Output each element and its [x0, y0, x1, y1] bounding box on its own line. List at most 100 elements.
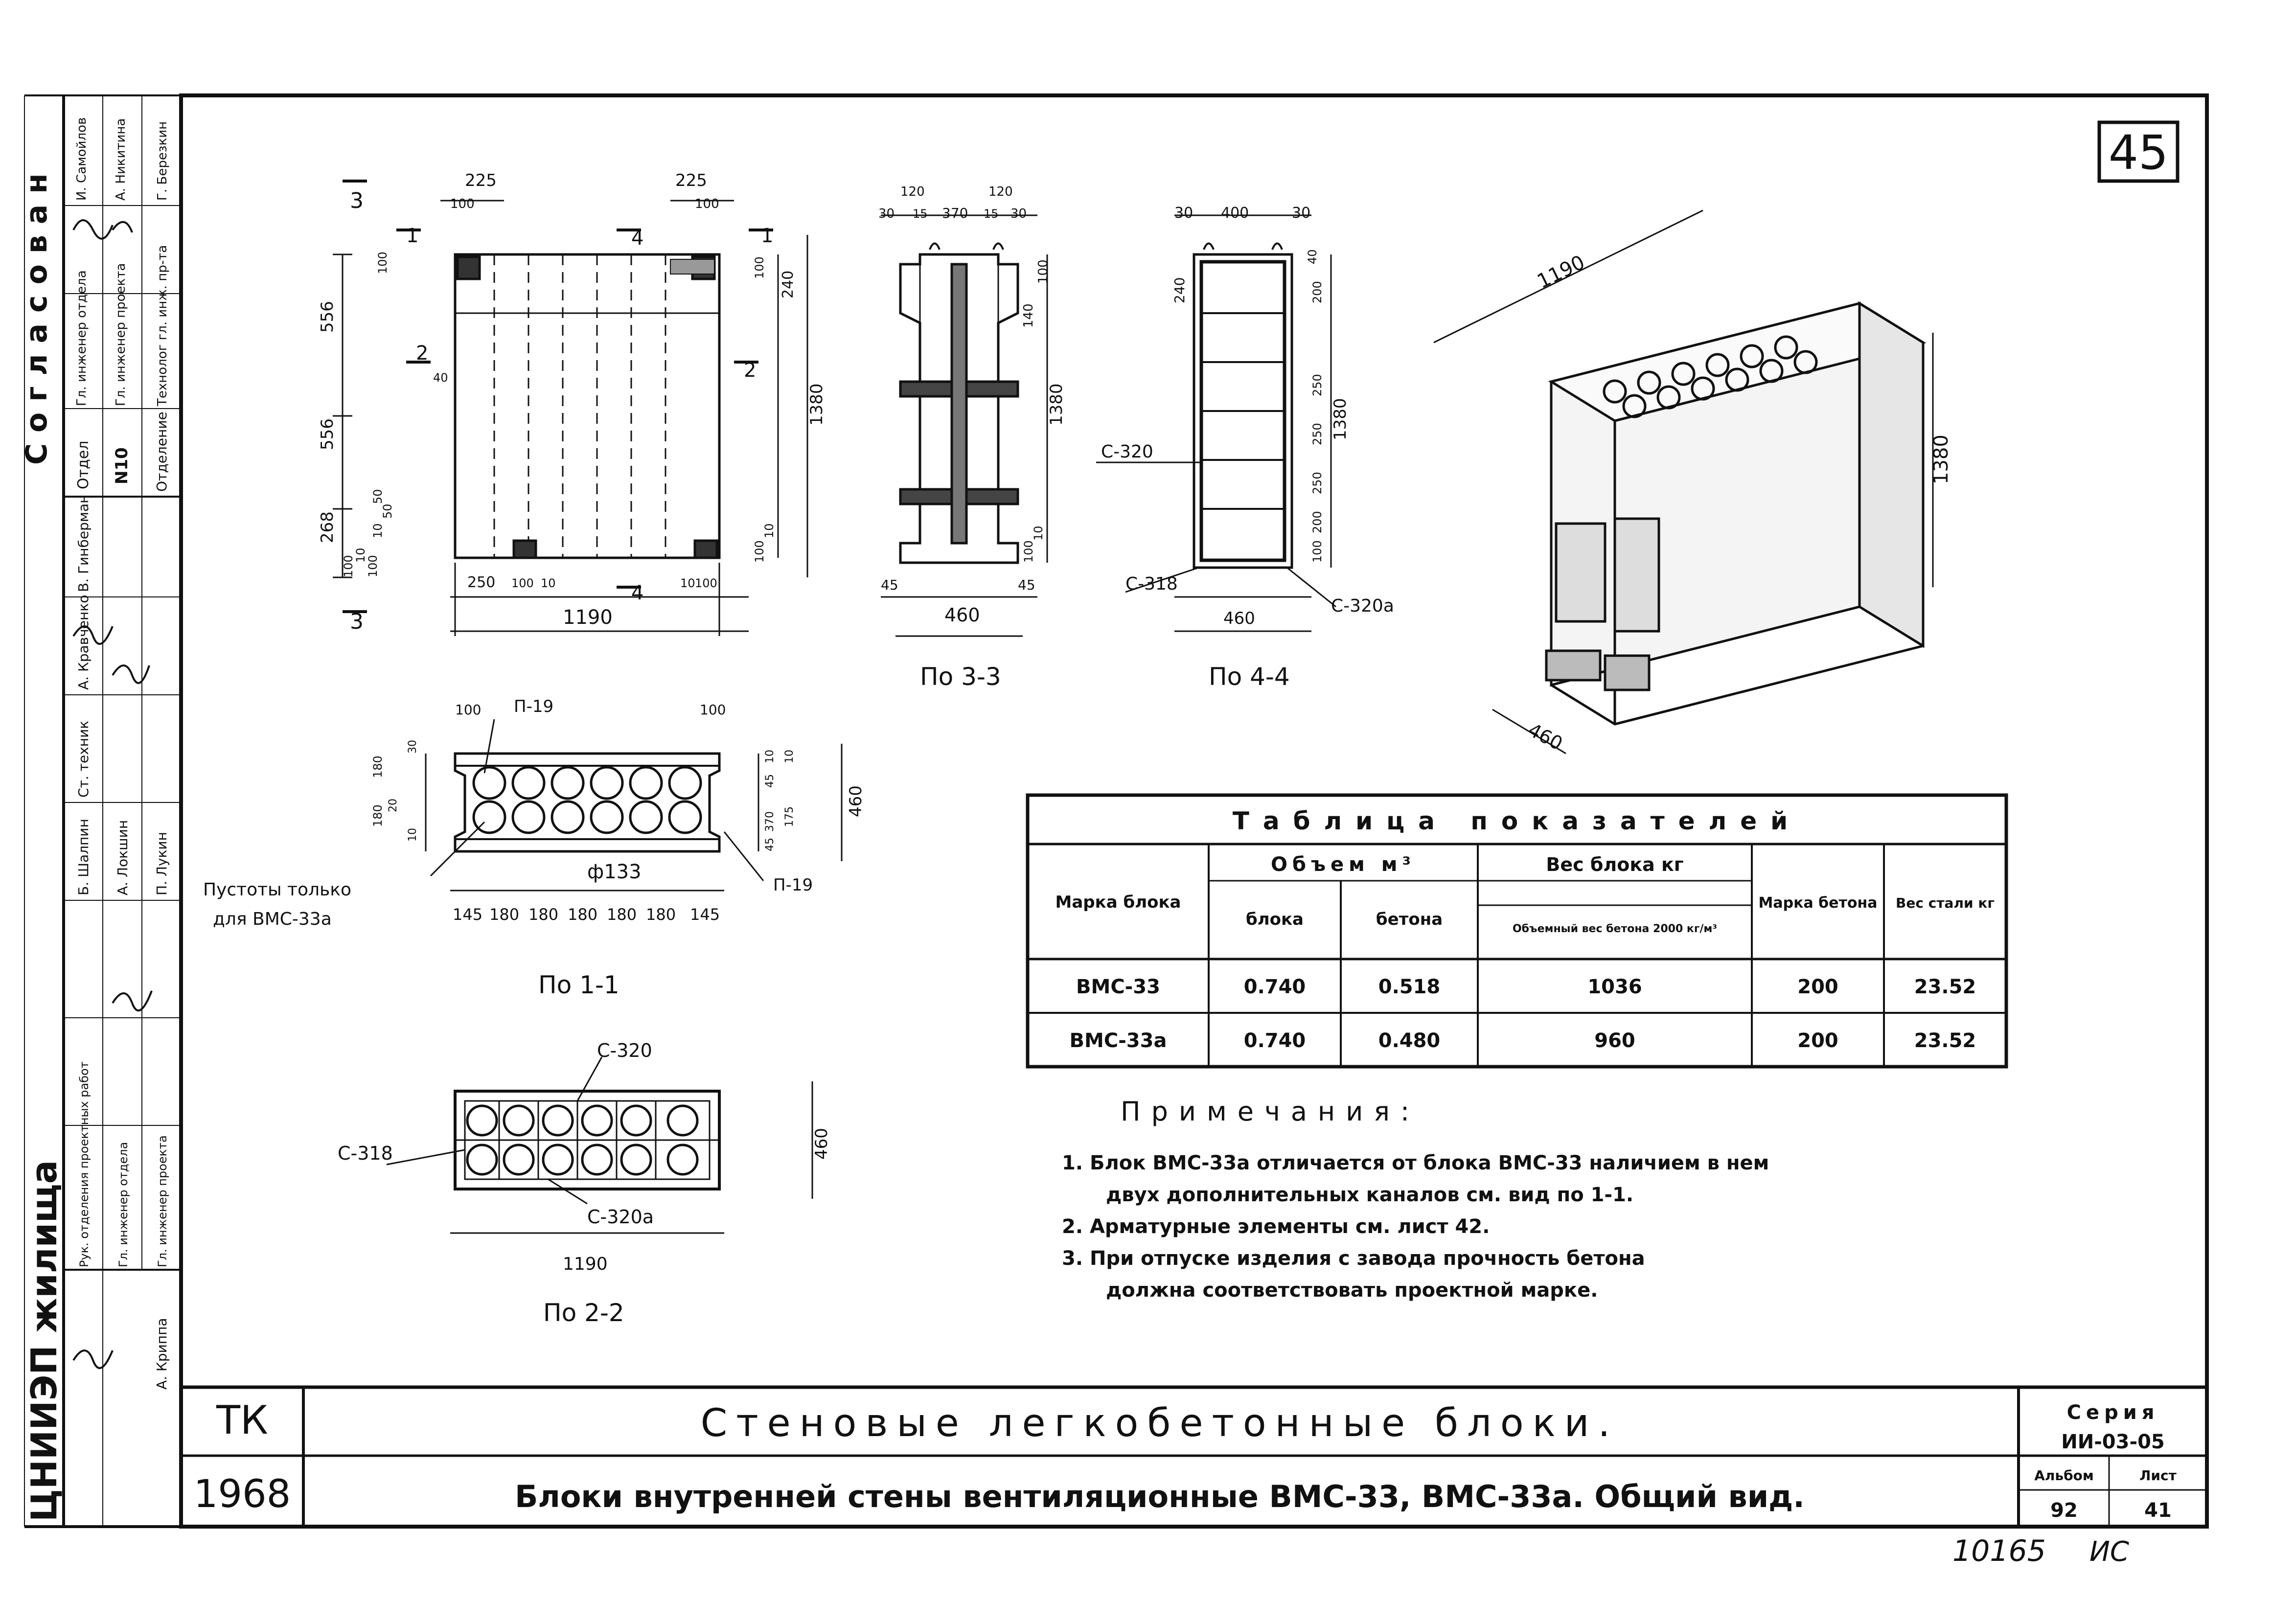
notes-title: Примечания:: [1121, 1096, 1420, 1127]
caption: По 1-1: [538, 971, 620, 999]
cell-vol-concrete: 0.518: [1378, 976, 1441, 998]
footer-initials: ИС: [2089, 1536, 2129, 1568]
series-label: Серия: [2067, 1401, 2159, 1424]
dim-width: 1190: [563, 1254, 608, 1274]
stamp-name-1: И. Самойлов: [74, 117, 89, 201]
stamp-mid-name-3: Ст. техник: [75, 721, 92, 798]
dim: 10: [407, 828, 419, 842]
cut-mark: 3: [350, 609, 364, 634]
cut-mark: 4: [631, 582, 643, 604]
isometric-view: [1433, 209, 1934, 755]
series-value: ИИ-03-05: [2061, 1431, 2164, 1453]
table-row: ВМС-33 0.740 0.518 1036 200 23.52: [1076, 976, 1976, 998]
dim: 120: [900, 184, 925, 199]
note-line: двух дополнительных каналов см. вид по 1…: [1106, 1184, 1633, 1206]
section-2-2-dims: С-320 С-318 С-320а 460 1190 По 2-2: [338, 1040, 831, 1327]
note-line: 3. При отпуске изделия с завода прочност…: [1062, 1247, 1645, 1270]
footer: 10165 ИС: [1952, 1534, 2129, 1568]
header-grade: Марка бетона: [1759, 894, 1878, 912]
stamp-bottom-name: А. Криппа: [154, 1318, 170, 1390]
dim: 100: [366, 555, 380, 577]
note-line: 2. Арматурные элементы см. лист 42.: [1062, 1215, 1490, 1238]
dim: 10: [680, 576, 695, 590]
cell-grade: 200: [1797, 1029, 1838, 1052]
dim: 180: [489, 905, 519, 924]
dim: 30: [1010, 206, 1027, 221]
stamp-mid-name-4: Б. Шалпин: [75, 819, 92, 895]
dim: 10: [371, 523, 385, 538]
dim: 30: [407, 740, 419, 754]
front-view: [333, 180, 808, 636]
cut-mark: 1: [761, 225, 773, 247]
section-1-1-dims: 100 100 П-19 П-19 180 180 20 30 10 10 45…: [203, 697, 866, 999]
approval-stamp: Согласован Гл. инженер отдела Гл. инжене…: [20, 117, 170, 1522]
section-3-3: [881, 214, 1048, 637]
dim: 200: [1310, 281, 1324, 303]
cell-vol-block: 0.740: [1244, 976, 1306, 998]
header-mark: Марка блока: [1056, 892, 1181, 912]
dim: 1380: [807, 383, 826, 426]
stamp-otdel-no: N10: [112, 447, 132, 484]
dim: 30: [1174, 205, 1193, 222]
dim: 200: [1310, 511, 1324, 533]
stamp-mid-name-1: В. Гинберман: [75, 495, 92, 592]
dim: 100: [455, 702, 481, 718]
sheet-number-box: 45: [2097, 120, 2180, 183]
caption: По 2-2: [543, 1299, 624, 1327]
cell-vol-concrete: 0.480: [1378, 1029, 1441, 1052]
cell-grade: 200: [1797, 976, 1838, 998]
dim: 100: [695, 576, 717, 590]
sheet-label: Лист: [2139, 1467, 2177, 1484]
dim: 100: [695, 197, 719, 211]
dim: 40: [433, 371, 448, 385]
indicators-table-text: Таблица показателей Марка блока Объем м³…: [1056, 807, 1995, 1052]
stamp-otdel-label: Отделение: [154, 412, 170, 492]
table-title: Таблица показателей: [1233, 807, 1801, 835]
dim: 45: [764, 774, 776, 788]
dim-width: 1190: [563, 606, 613, 629]
caption: По 4-4: [1209, 663, 1290, 691]
rebar-label: С-320а: [587, 1206, 654, 1228]
dim: 100: [1036, 259, 1051, 284]
dim: 145: [690, 905, 720, 924]
title-sub: Блоки внутренней стены вентиляционные ВМ…: [515, 1479, 1805, 1514]
header-volume-block: блока: [1246, 910, 1304, 929]
dim: 370: [764, 811, 776, 832]
rebar-label: С-320а: [1331, 596, 1394, 616]
dim: 1380: [1331, 398, 1350, 440]
section-3-3-dims: 120 120 30 15 370 15 30 140 100 1380 100…: [878, 184, 1066, 691]
album-label: Альбом: [2034, 1467, 2094, 1484]
header-volume: Объем м³: [1271, 853, 1416, 876]
header-weight: Вес блока кг: [1546, 854, 1683, 875]
diameter-label: ф133: [587, 861, 642, 883]
dim: 100: [1022, 540, 1035, 563]
dim: 180: [528, 905, 558, 924]
header-weight-sub: Объемный вес бетона 2000 кг/м³: [1513, 923, 1717, 935]
dim: 10: [354, 548, 367, 563]
notes: Примечания: 1. Блок ВМС-33а отличается о…: [1062, 1096, 1769, 1302]
dim: 15: [984, 207, 999, 221]
dim: 100: [511, 576, 534, 590]
dim: 240: [780, 271, 797, 298]
dim: 400: [1221, 205, 1249, 222]
dim: 120: [988, 184, 1013, 199]
sheet-frame: [24, 93, 2209, 1529]
cell-vol-block: 0.740: [1244, 1029, 1306, 1052]
stamp-name-3: Г. Березкин: [155, 121, 170, 201]
caption: По 3-3: [920, 663, 1001, 691]
dim: 460: [812, 1128, 831, 1160]
stamp-row-1: Гл. инженер отдела: [74, 270, 89, 406]
dim: 180: [371, 755, 385, 778]
cell-weight: 1036: [1587, 976, 1642, 998]
stamp-bottom-row-3: Гл. инженер проекта: [156, 1135, 169, 1267]
header-steel: Вес стали кг: [1896, 895, 1995, 911]
dim: 250: [467, 574, 495, 591]
section-2-2: [386, 1056, 813, 1234]
dim: 100: [342, 555, 355, 577]
rebar-label: С-318: [1125, 574, 1178, 594]
dim: 240: [1171, 277, 1188, 303]
institute-name: ЦНИИЭП жилища: [23, 1160, 65, 1522]
section-4-4-dims: 30 400 30 240 200 250 250 250 200 100 40…: [1101, 205, 1394, 691]
dim-width: 460: [944, 604, 980, 626]
